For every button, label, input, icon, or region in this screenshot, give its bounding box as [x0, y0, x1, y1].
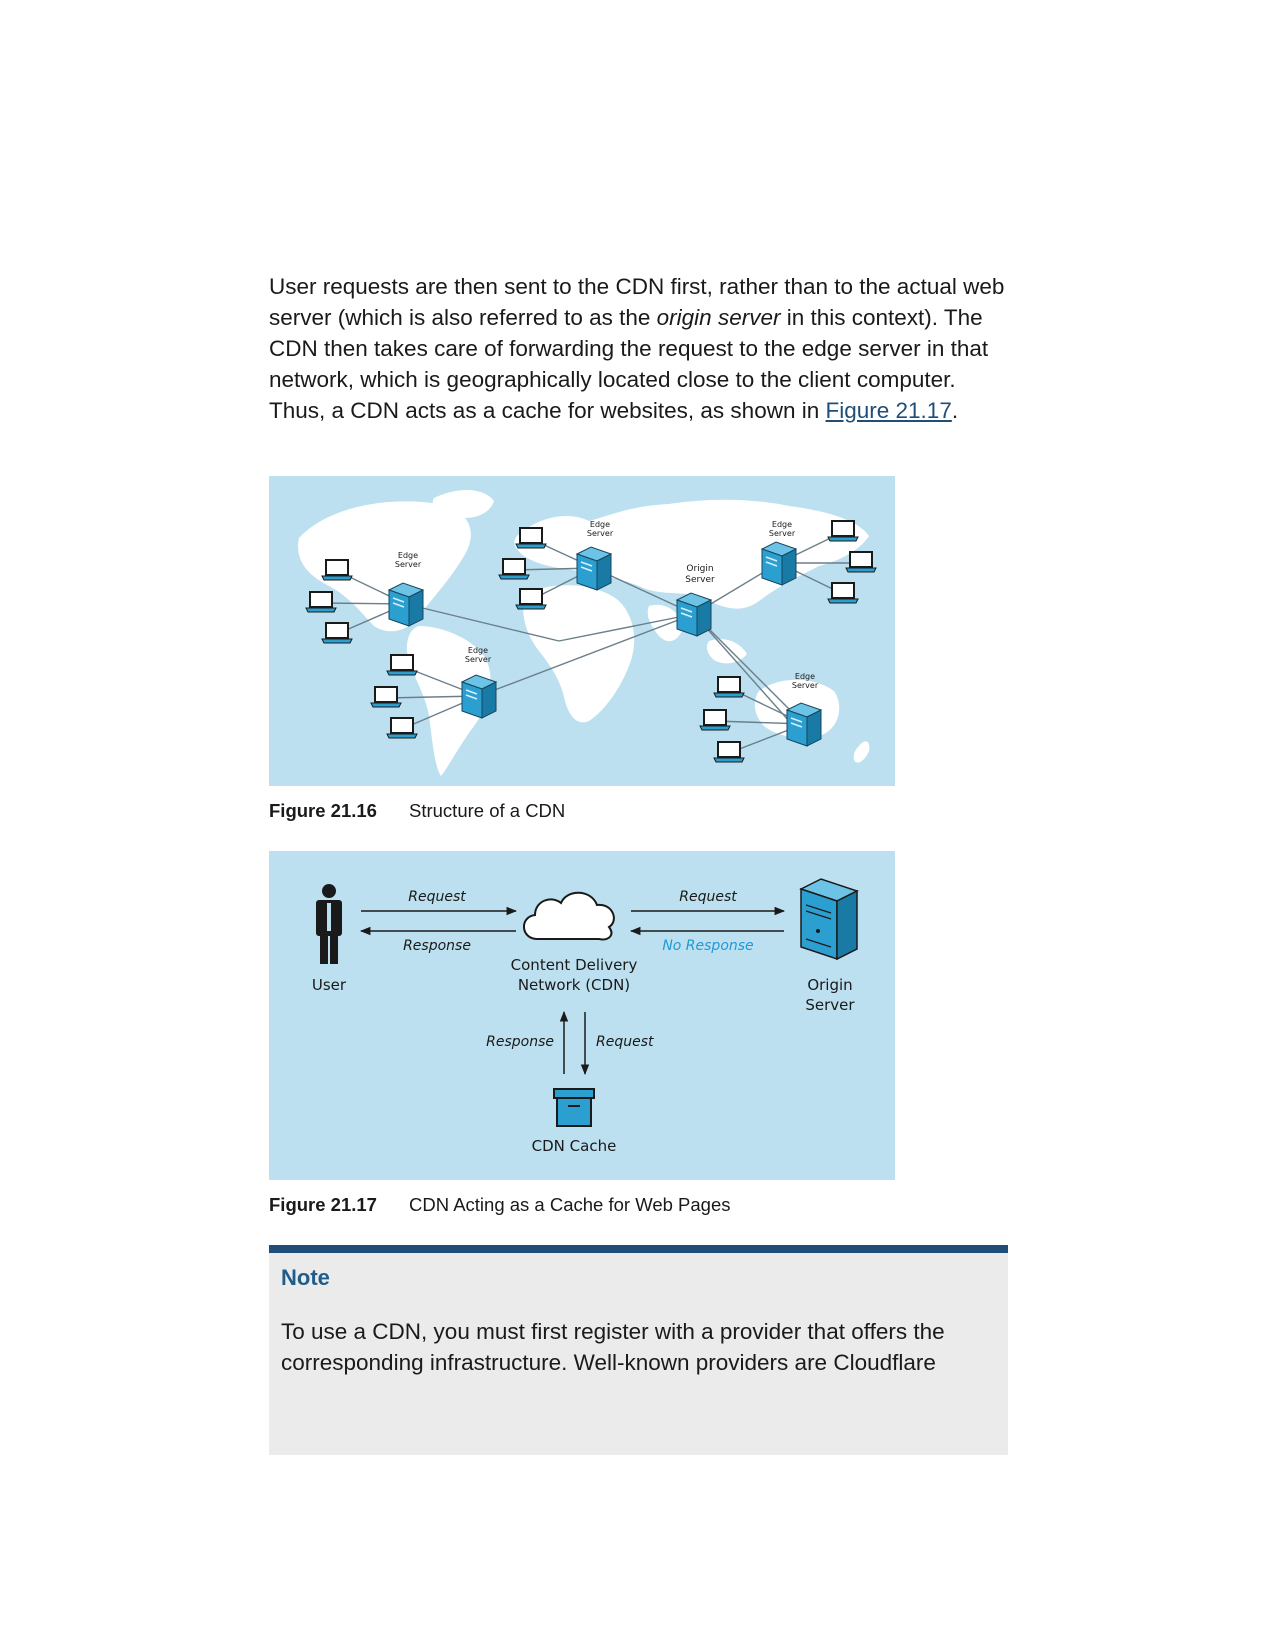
request-label: Request: [408, 889, 466, 905]
note-text: To use a CDN, you must first register wi…: [281, 1319, 945, 1375]
figure-link[interactable]: Figure 21.17: [825, 398, 952, 423]
edge-server-label: Edge: [398, 551, 418, 560]
cloud-icon: [523, 891, 615, 941]
edge-server-label: Edge: [590, 520, 610, 529]
paragraph-text-3: .: [951, 398, 959, 423]
figure-number: Figure 21.16: [269, 800, 377, 821]
edge-server-label: Server: [465, 655, 492, 664]
edge-server-label: Server: [395, 560, 422, 569]
figure-caption-text: Structure of a CDN: [409, 800, 566, 821]
edge-server-label: Server: [769, 529, 796, 538]
origin-server-label: Server: [685, 575, 715, 585]
user-label: User: [312, 976, 347, 994]
client-laptop-icon: [827, 520, 859, 542]
edge-server-label: Server: [587, 529, 614, 538]
edge-server-icon: [786, 702, 822, 747]
client-laptop-icon: [845, 551, 877, 573]
cdn-cache-label: CDN Cache: [532, 1137, 617, 1155]
client-laptop-icon: [827, 582, 859, 604]
client-laptop-icon: [498, 558, 530, 580]
edge-server-icon: [388, 582, 424, 627]
client-laptop-icon: [305, 591, 337, 613]
request-label: Request: [679, 889, 737, 905]
client-laptop-icon: [515, 588, 547, 610]
edge-server-icon: [461, 674, 497, 719]
origin-server-label: Origin: [686, 564, 713, 574]
edge-server-label: Edge: [468, 646, 488, 655]
origin-server-icon: [676, 592, 712, 637]
figure-caption: Figure 21.16 Structure of a CDN: [269, 800, 565, 822]
note-title: Note: [281, 1265, 330, 1290]
cache-box-icon: [553, 1088, 595, 1127]
edge-server-icon: [576, 546, 612, 591]
response-label: Response: [486, 1034, 554, 1050]
edge-server-label: Edge: [795, 672, 815, 681]
note-box: Note To use a CDN, you must first regist…: [269, 1245, 1008, 1455]
client-laptop-icon: [713, 676, 745, 698]
user-icon: [316, 884, 342, 964]
edge-server-icon: [761, 541, 797, 586]
no-response-label: No Response: [662, 938, 753, 954]
cdn-label: Content Delivery: [511, 956, 638, 974]
origin-server-label: Origin: [807, 976, 852, 994]
client-laptop-icon: [321, 559, 353, 581]
body-paragraph: User requests are then sent to the CDN f…: [269, 271, 1010, 426]
client-laptop-icon: [699, 709, 731, 731]
cdn-cache-figure: User Request Response Content Delivery N…: [269, 851, 895, 1180]
paragraph-text-1: User requests are then sent to the CDN f…: [269, 274, 1005, 330]
paragraph-emphasis: origin server: [656, 305, 781, 330]
cdn-structure-figure: Edge Server Edge Server Edge Server Edge…: [269, 476, 895, 786]
client-laptop-icon: [386, 717, 418, 739]
edge-server-label: Edge: [772, 520, 792, 529]
cdn-cache-diagram: User Request Response Content Delivery N…: [312, 878, 859, 1155]
client-laptop-icon: [370, 686, 402, 708]
figure-number: Figure 21.17: [269, 1194, 377, 1215]
response-label: Response: [403, 938, 471, 954]
figure-caption-text: CDN Acting as a Cache for Web Pages: [409, 1194, 731, 1215]
paragraph-text-2: in this context). The CDN then takes car…: [269, 305, 989, 423]
cdn-map-diagram: Edge Server Edge Server Edge Server Edge…: [298, 490, 877, 776]
request-label: Request: [596, 1034, 654, 1050]
edge-server-label: Server: [792, 681, 819, 690]
figure-caption: Figure 21.17 CDN Acting as a Cache for We…: [269, 1194, 731, 1216]
client-laptop-icon: [713, 741, 745, 763]
client-laptop-icon: [515, 527, 547, 549]
client-laptop-icon: [386, 654, 418, 676]
origin-server-label: Server: [805, 996, 855, 1014]
origin-server-icon: [799, 878, 859, 961]
client-laptop-icon: [321, 622, 353, 644]
cdn-label: Network (CDN): [518, 976, 630, 994]
